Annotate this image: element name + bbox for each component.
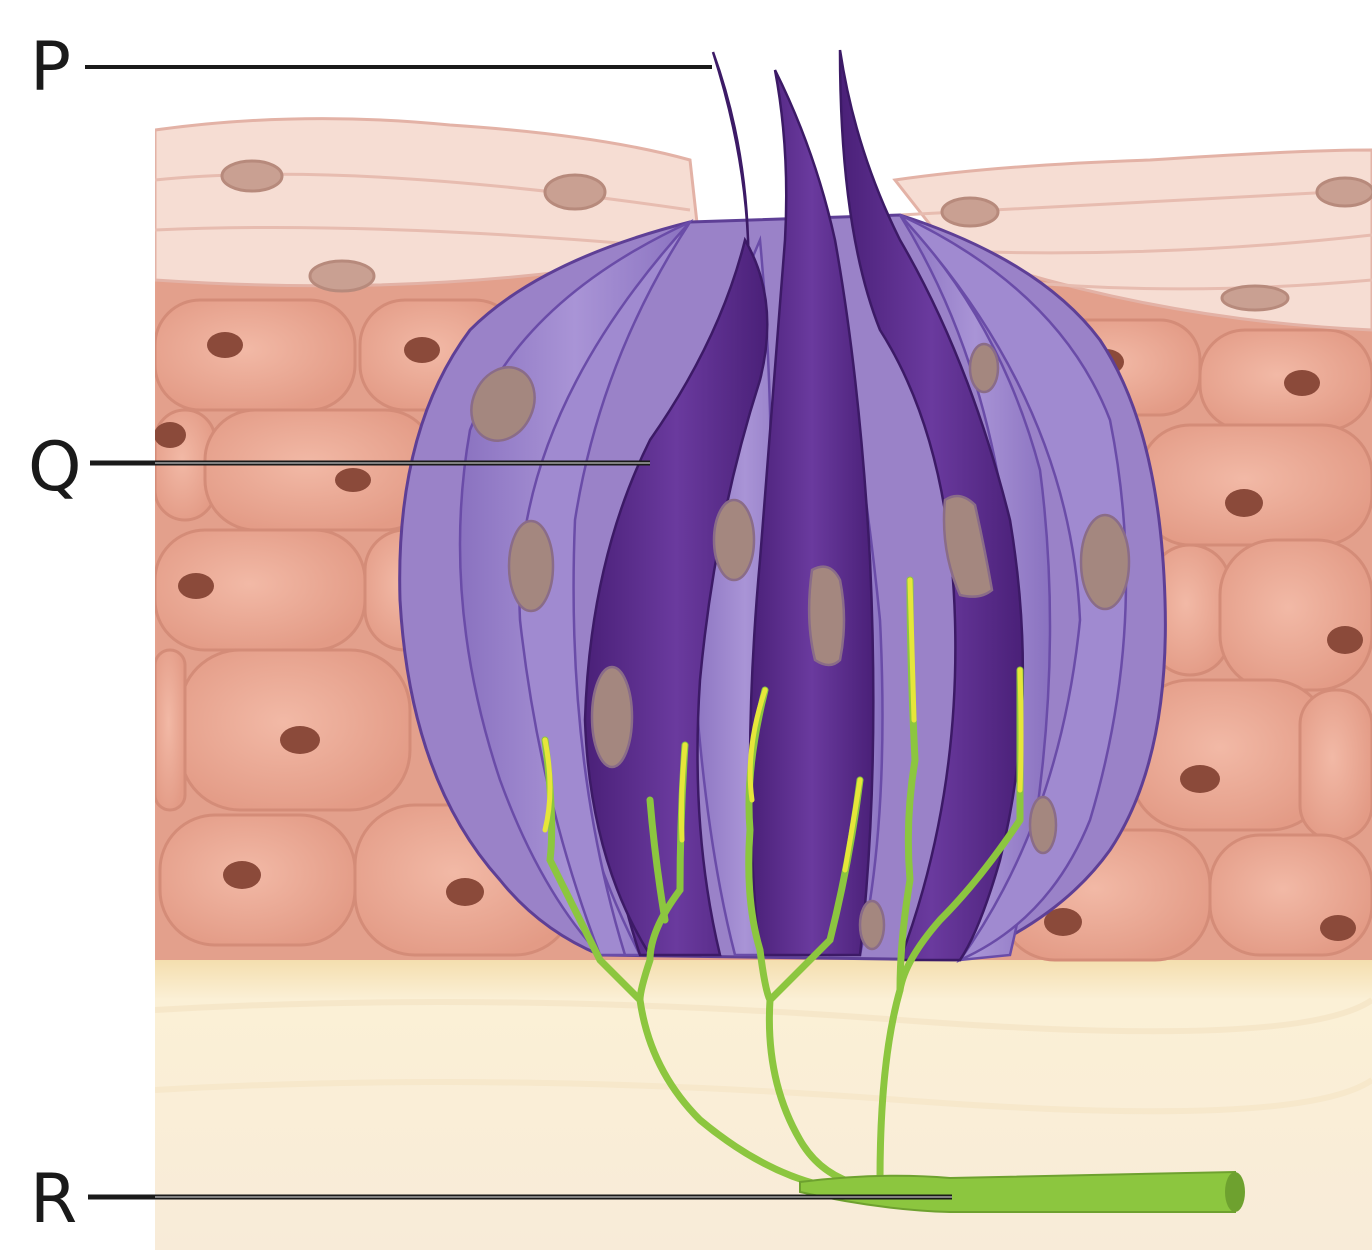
label-p: P — [30, 28, 71, 107]
label-r: R — [30, 1160, 77, 1239]
label-p-group: P — [30, 28, 712, 107]
label-q: Q — [28, 428, 82, 507]
